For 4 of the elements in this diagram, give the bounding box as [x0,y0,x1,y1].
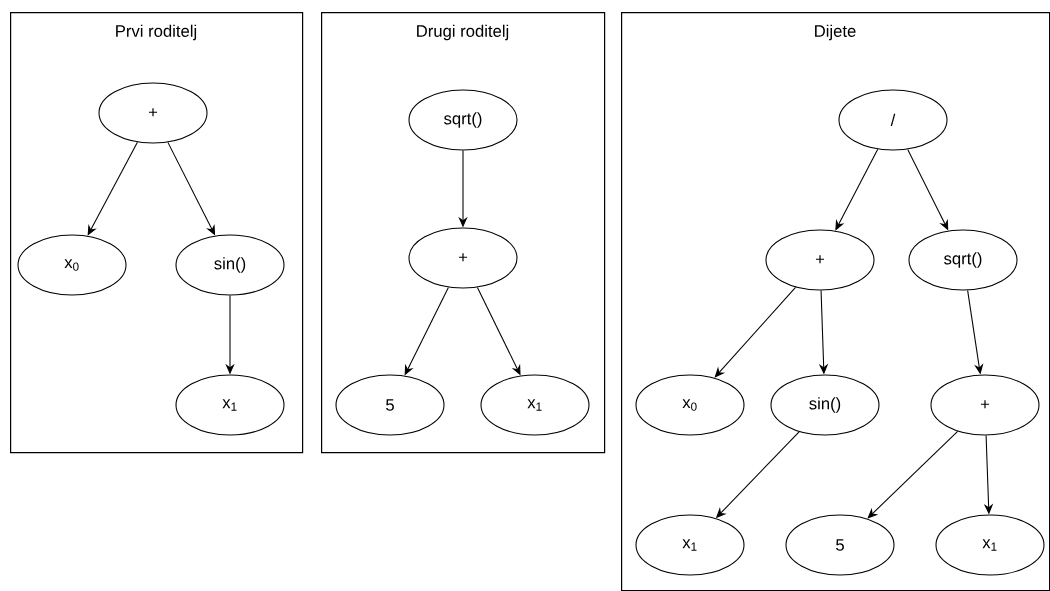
arrow [87,141,138,236]
arrow [867,430,959,519]
arrow [714,286,797,378]
arrow [835,148,879,231]
